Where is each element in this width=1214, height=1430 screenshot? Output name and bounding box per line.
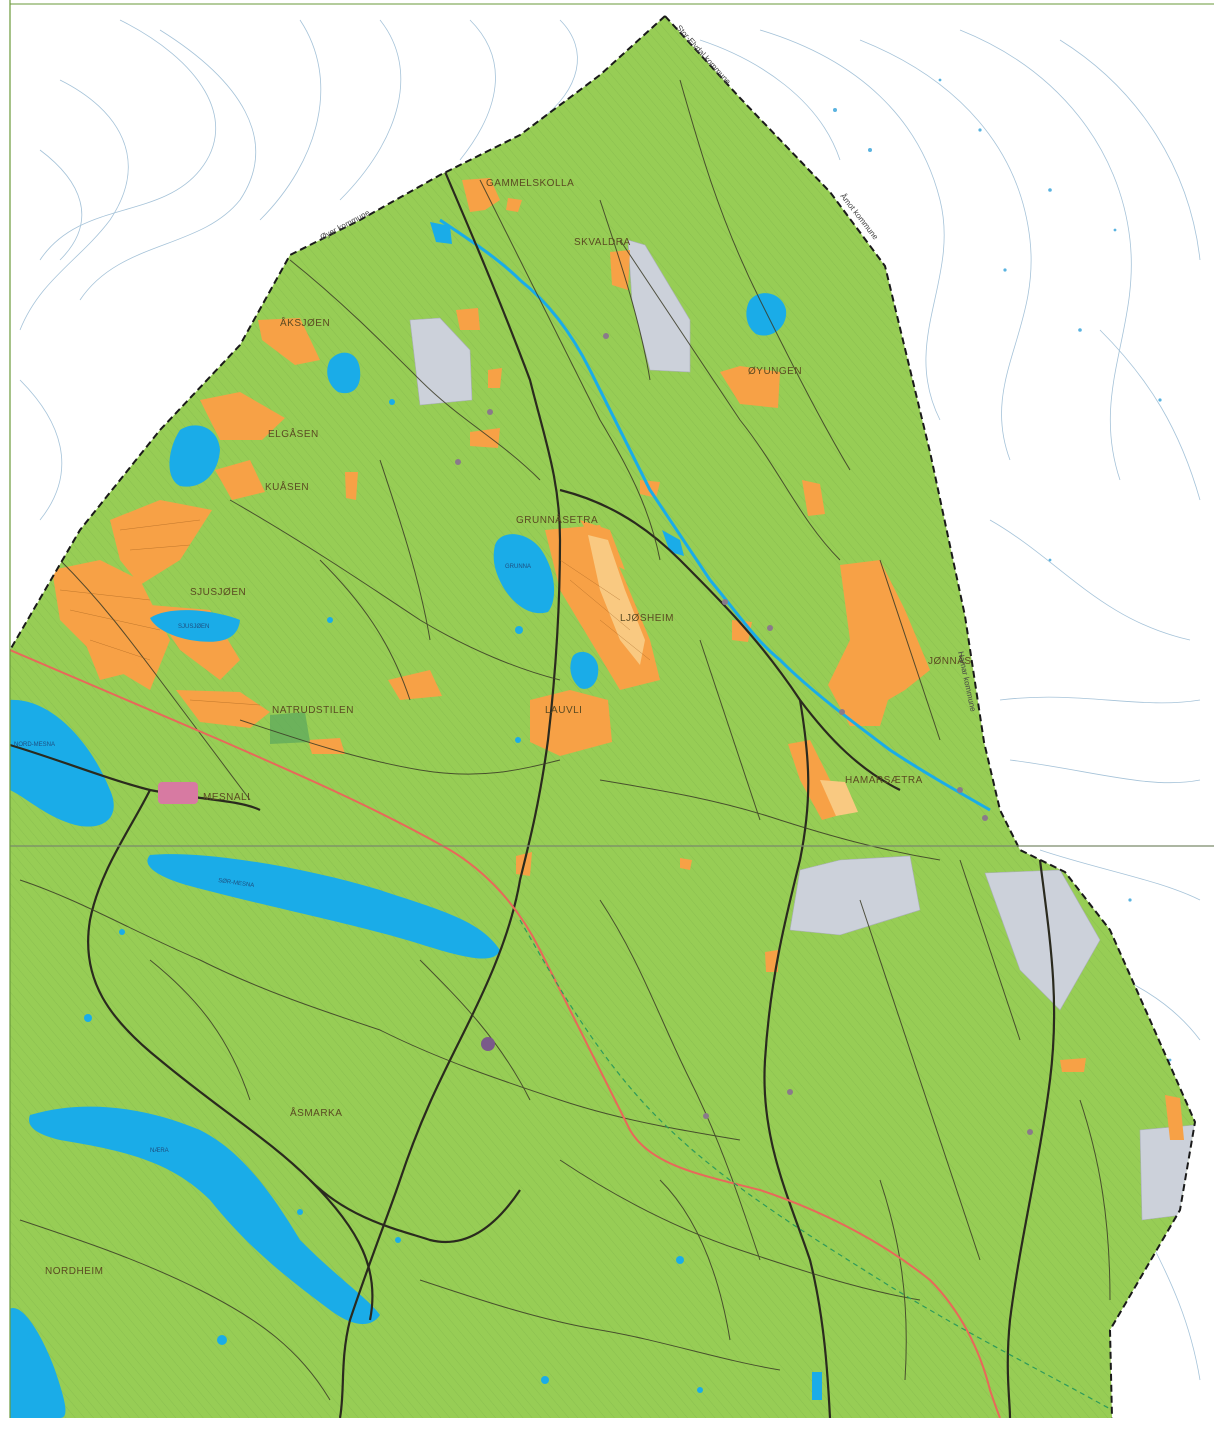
label-grunna: GRUNNA <box>505 564 531 570</box>
main-roads <box>10 159 1056 1418</box>
label-sjusjoen: SJUSJØEN <box>190 587 246 598</box>
label-skvaldra: SKVALDRA <box>574 237 631 248</box>
label-elgasen: ELGÅSEN <box>268 427 319 440</box>
site-markers <box>455 333 1033 1135</box>
mesnali-town <box>158 782 198 804</box>
label-kuasen: KUÅSEN <box>265 480 309 493</box>
background-water-specks <box>833 78 1172 1062</box>
sor-mesna-lake <box>147 854 501 959</box>
sjusjoen-lake <box>150 610 240 642</box>
label-sjusjoen-lake: SJUSJØEN <box>178 624 209 630</box>
label-naera: NÆRA <box>150 1148 169 1154</box>
label-mesnali: MESNALI <box>203 792 250 803</box>
ponds <box>84 399 703 1393</box>
lake-labels: GRUNNA SJUSJØEN NORD-MESNA SØR-MESNA NÆR… <box>14 564 531 1154</box>
dashed-line <box>519 919 1113 1411</box>
green-dark-area <box>270 712 310 744</box>
label-oyungen: ØYUNGEN <box>748 366 802 377</box>
background-contours <box>19 19 1201 1381</box>
river <box>439 218 991 812</box>
label-grunnasetra: GRUNNÅSETRA <box>516 513 598 526</box>
gray-areas <box>409 239 1195 1221</box>
lakes <box>10 222 822 1418</box>
route-line <box>10 649 1001 1418</box>
label-lauvli: LAUVLI <box>545 705 582 716</box>
purple-marker <box>481 1037 495 1051</box>
label-natrudstilen: NATRUDSTILEN <box>272 705 354 716</box>
nord-mesna-lake <box>10 699 114 827</box>
label-ljosheim: LJØSHEIM <box>620 613 674 624</box>
municipal-border <box>9 15 1197 1419</box>
naera-lake <box>29 1106 381 1325</box>
label-asmarka: ÅSMARKA <box>290 1106 342 1119</box>
label-nord-mesna: NORD-MESNA <box>14 742 55 748</box>
label-nordheim: NORDHEIM <box>45 1266 103 1277</box>
label-hamarsaetra: HAMARSÆTRA <box>845 775 923 786</box>
minor-roads <box>19 79 1111 1401</box>
place-labels: GAMMELSKOLLA SKVALDRA ØYUNGEN ÅKSJØEN EL… <box>45 178 972 1277</box>
light-settlement-areas <box>588 535 858 816</box>
label-aksjoen: ÅKSJØEN <box>280 316 330 329</box>
settlement-detail <box>59 519 651 706</box>
label-jonnas: JØNNÅS <box>928 654 972 667</box>
label-sor-mesna: SØR-MESNA <box>218 878 255 889</box>
label-gammelskolla: GAMMELSKOLLA <box>486 178 574 189</box>
grunna-lake <box>493 534 555 614</box>
